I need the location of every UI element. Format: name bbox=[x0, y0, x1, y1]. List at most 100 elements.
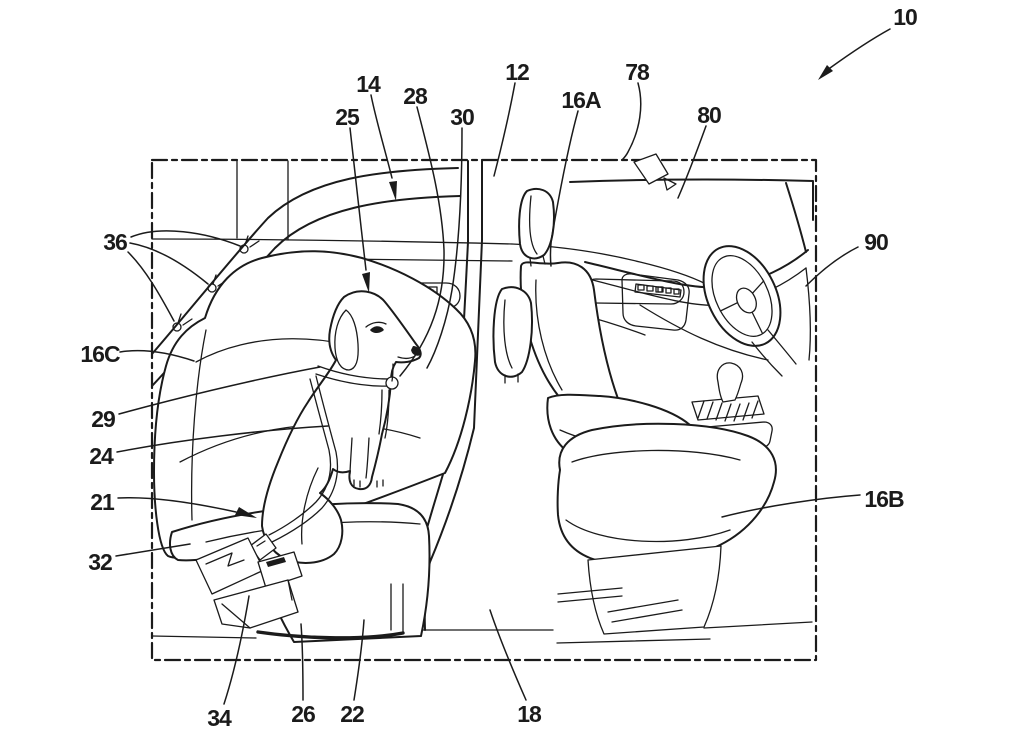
steering-wheel-rim-inner bbox=[711, 255, 773, 337]
leader-21 bbox=[117, 496, 237, 513]
leader-10-arrowhead bbox=[818, 65, 833, 80]
anchor-icon bbox=[239, 244, 249, 254]
ref-label-29: 29 bbox=[91, 406, 115, 432]
roof-and-windshield bbox=[569, 153, 814, 253]
harness-neck-band bbox=[315, 365, 392, 387]
leader-90 bbox=[805, 246, 859, 287]
anchor-hook-icon bbox=[244, 235, 260, 248]
steering-wheel-hub bbox=[735, 287, 757, 314]
dog-brow bbox=[365, 321, 387, 328]
dog-front-legs bbox=[349, 437, 370, 479]
passenger-seat-skirt bbox=[587, 545, 722, 635]
mirror-mount bbox=[663, 177, 677, 191]
bench-cushion-bottom bbox=[256, 630, 405, 640]
dash-lower-sweep bbox=[639, 304, 769, 361]
leader-25 bbox=[349, 127, 367, 271]
leader-12 bbox=[493, 82, 516, 177]
dog-ear bbox=[334, 309, 359, 371]
leader-25-arrowhead bbox=[362, 272, 370, 293]
ref-label-16c: 16C bbox=[80, 341, 120, 367]
ref-label-22: 22 bbox=[340, 701, 364, 727]
ref-label-26: 26 bbox=[291, 701, 315, 727]
dog-haunch bbox=[300, 467, 319, 545]
ref-label-25: 25 bbox=[335, 104, 360, 130]
ref-label-16b: 16B bbox=[864, 486, 904, 512]
leader-16b bbox=[721, 494, 861, 518]
anchor-icon bbox=[172, 322, 182, 332]
ref-label-12: 12 bbox=[505, 59, 529, 85]
dash-top-edge bbox=[584, 249, 809, 289]
shifter-plate-hatch bbox=[697, 400, 759, 422]
floor bbox=[151, 621, 813, 639]
ref-label-28: 28 bbox=[403, 83, 428, 109]
center-stack bbox=[621, 273, 690, 331]
rearview-mirror bbox=[633, 153, 677, 191]
leader-10 bbox=[829, 28, 891, 69]
tether-latch-slot bbox=[256, 540, 266, 547]
driver-seatback-seam bbox=[535, 279, 563, 391]
a-pillar bbox=[785, 182, 807, 253]
reference-labels: 10 14 25 28 30 12 16A 78 80 90 36 16C 29… bbox=[80, 4, 918, 731]
ref-label-32: 32 bbox=[88, 549, 112, 575]
leader-16c bbox=[119, 349, 195, 362]
floor-right bbox=[703, 621, 813, 629]
driver-headrest-detail bbox=[529, 195, 546, 267]
phantom-outline bbox=[150, 158, 818, 662]
dog-nose bbox=[411, 346, 421, 356]
dashboard bbox=[584, 249, 812, 361]
dash-buttons bbox=[657, 286, 680, 295]
ref-label-18: 18 bbox=[517, 701, 542, 727]
steering-column-lines bbox=[751, 329, 797, 377]
mirror-icon bbox=[633, 153, 669, 185]
seat-rails bbox=[557, 587, 683, 623]
leader-14 bbox=[370, 94, 393, 179]
ref-label-16a: 16A bbox=[561, 87, 601, 113]
steering-column bbox=[751, 329, 797, 377]
b-pillar-upper bbox=[467, 160, 483, 243]
leader-29 bbox=[118, 366, 321, 415]
pet-harness bbox=[249, 363, 399, 561]
ref-label-78: 78 bbox=[625, 59, 650, 85]
floor-left bbox=[151, 635, 257, 639]
harness-girth-strap bbox=[378, 389, 390, 439]
passenger-headrest-detail bbox=[503, 299, 519, 384]
buckle-plate-fold bbox=[205, 552, 245, 567]
leader-36c bbox=[127, 251, 175, 322]
ref-label-24: 24 bbox=[89, 443, 114, 469]
dog-toes bbox=[353, 479, 384, 488]
harness-chin-strap bbox=[391, 363, 394, 382]
leader-78 bbox=[621, 82, 642, 161]
steering-wheel bbox=[702, 245, 782, 347]
buckle-base-bracket bbox=[213, 579, 299, 629]
ref-label-80: 80 bbox=[697, 102, 721, 128]
driver-headrest bbox=[518, 187, 555, 260]
passenger-cushion bbox=[556, 422, 777, 566]
rear-window-pillars bbox=[236, 160, 289, 241]
driver-seatback bbox=[519, 261, 625, 425]
passenger-headrest bbox=[492, 286, 533, 378]
leader-30 bbox=[426, 127, 463, 369]
leader-34 bbox=[223, 595, 250, 705]
steering-wheel-spokes bbox=[719, 280, 765, 334]
leader-28 bbox=[399, 106, 445, 377]
passenger-seat bbox=[492, 286, 777, 644]
gear-shifter-knob bbox=[716, 362, 744, 403]
ref-label-34: 34 bbox=[207, 705, 232, 731]
leader-16a bbox=[549, 110, 579, 267]
ref-label-90: 90 bbox=[864, 229, 888, 255]
leader-26 bbox=[300, 623, 304, 701]
seat-skirt-bottom bbox=[556, 638, 711, 644]
leader-lines bbox=[115, 28, 891, 705]
buckle-slot bbox=[266, 557, 286, 567]
ref-label-21: 21 bbox=[90, 489, 115, 515]
beltline bbox=[151, 238, 513, 245]
anchor-icon bbox=[207, 283, 217, 293]
ref-label-30: 30 bbox=[450, 104, 474, 130]
passenger-cushion-seams bbox=[565, 449, 741, 543]
tether-strap bbox=[268, 375, 339, 543]
leader-18 bbox=[489, 609, 527, 701]
buckle-receptacle bbox=[257, 551, 303, 589]
phantom-boundary bbox=[150, 158, 818, 662]
